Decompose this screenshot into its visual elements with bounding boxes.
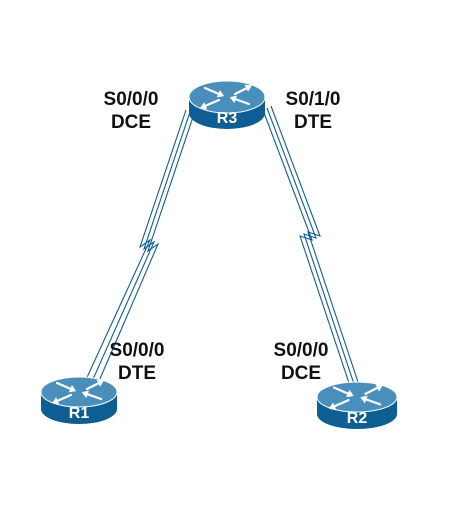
- serial-link-line: [262, 109, 351, 387]
- router-icon: R1: [40, 376, 118, 424]
- interface-label-r3-s010: S0/1/0 DTE: [280, 88, 346, 134]
- interface-label-r2-s000: S0/0/0 DCE: [268, 339, 334, 385]
- serial-link-line: [89, 111, 191, 387]
- interface-role: DCE: [110, 112, 152, 133]
- interface-label-r3-s000: S0/0/0 DCE: [98, 88, 164, 134]
- serial-link-r3-r2: [262, 105, 359, 387]
- interface-role: DCE: [280, 363, 322, 384]
- router-label: R3: [217, 110, 238, 127]
- interface-name: S0/0/0: [109, 340, 165, 361]
- interface-name: S0/0/0: [103, 89, 159, 110]
- router-arrows-icon: [328, 384, 383, 410]
- router-label: R1: [69, 405, 90, 422]
- serial-link-line: [270, 105, 359, 383]
- router-icon: R3: [188, 80, 266, 129]
- router-arrows-icon: [199, 84, 252, 110]
- router-arrows-icon: [51, 379, 104, 405]
- interface-role: DTE: [294, 112, 332, 133]
- serial-link-line: [95, 113, 195, 389]
- router-label: R2: [347, 410, 368, 427]
- router-icon: R2: [316, 381, 398, 429]
- interface-label-r1-s000: S0/0/0 DTE: [104, 339, 170, 385]
- router-top: [316, 381, 398, 413]
- interface-name: S0/1/0: [285, 89, 341, 110]
- serial-link-r3-r1: [83, 109, 195, 389]
- interface-role: DTE: [118, 363, 156, 384]
- serial-link-line: [83, 109, 187, 385]
- serial-link-line: [266, 107, 355, 385]
- interface-name: S0/0/0: [273, 340, 329, 361]
